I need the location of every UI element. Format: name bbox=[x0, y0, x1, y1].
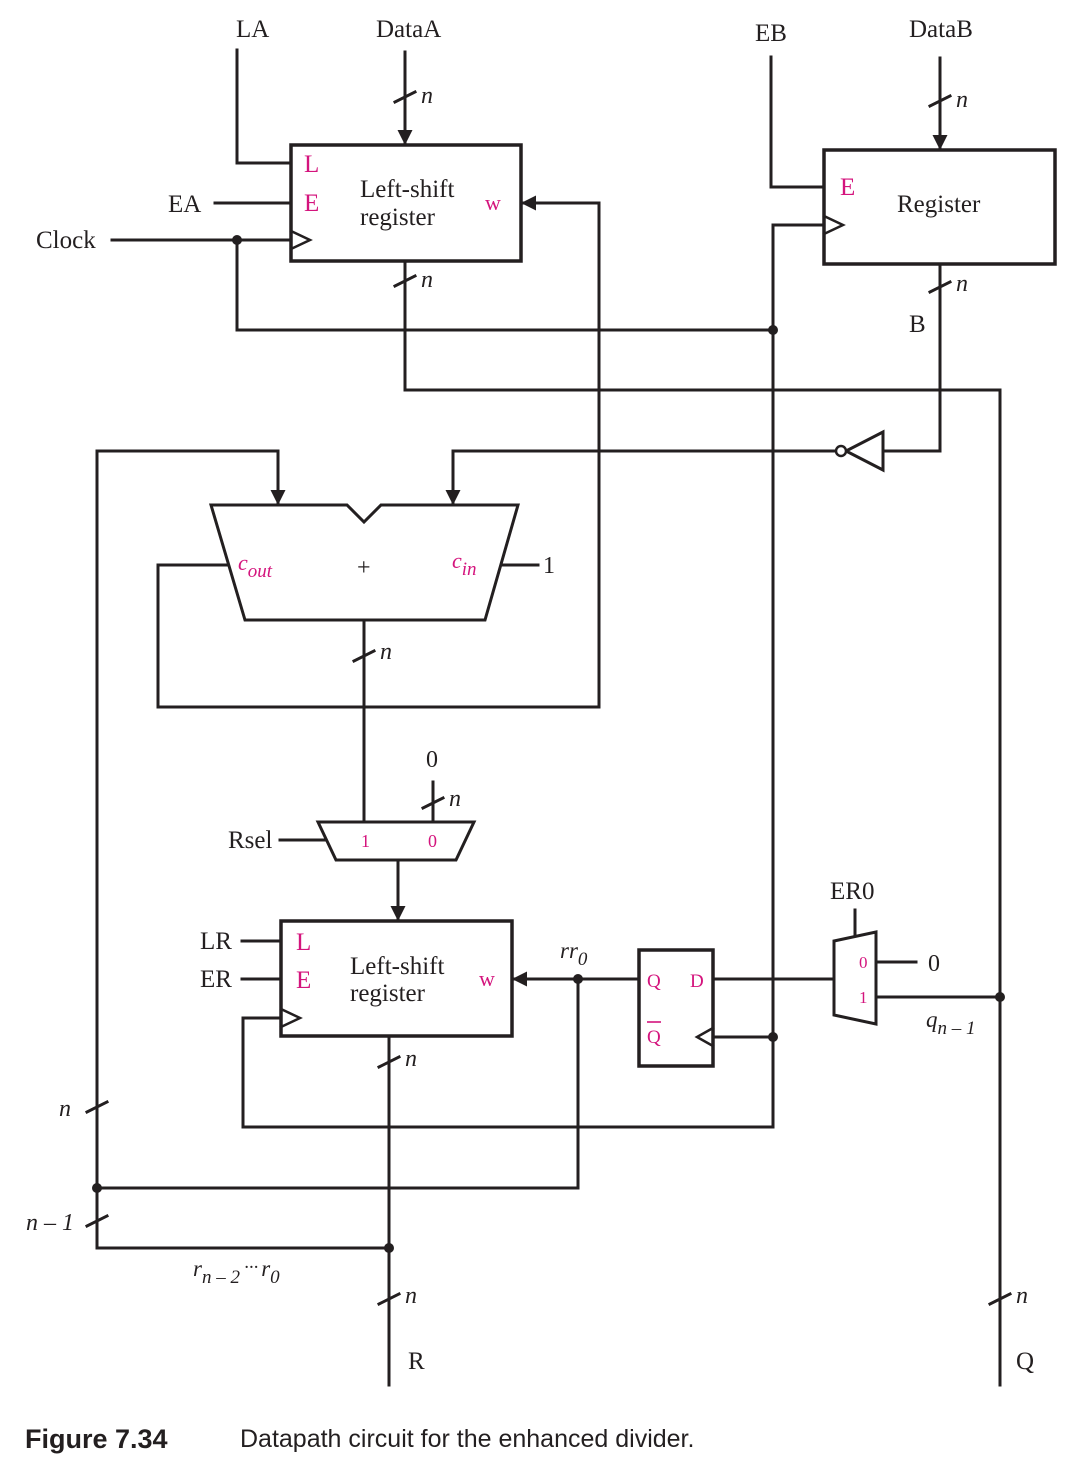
label-clock: Clock bbox=[36, 227, 96, 254]
label-q: Q bbox=[1016, 1348, 1034, 1375]
label-data-b: DataB bbox=[909, 16, 973, 43]
left-shift-register-a: L E Left-shift register w bbox=[289, 143, 523, 263]
bus-n-r: n bbox=[405, 1283, 417, 1309]
mux-er0-in1-label: 1 bbox=[859, 988, 868, 1007]
label-data-a: DataA bbox=[376, 16, 441, 43]
reg-r-title-line1: Left-shift bbox=[350, 953, 444, 980]
label-la: LA bbox=[236, 16, 269, 43]
bus-n-data-a: n bbox=[421, 83, 433, 109]
junction-dots bbox=[92, 235, 1005, 1253]
bus-n-adder-out: n bbox=[380, 639, 392, 665]
adder: cout + cin 1 bbox=[208, 503, 555, 622]
reg-a-l-label: L bbox=[304, 151, 319, 178]
bus-n-reg-r-out: n bbox=[405, 1046, 417, 1072]
reg-r-w-label: w bbox=[479, 966, 495, 991]
label-q-n-minus-1: qn – 1 bbox=[926, 1007, 976, 1039]
figure-caption: Figure 7.34 Datapath circuit for the enh… bbox=[25, 1424, 1025, 1464]
bus-n-mux-const: n bbox=[449, 786, 461, 812]
ff-d-label: D bbox=[690, 971, 704, 992]
bus-n-reg-a-out: n bbox=[421, 267, 433, 293]
d-flip-flop: Q D Q bbox=[637, 948, 715, 1068]
bus-n-reg-b-out: n bbox=[956, 271, 968, 297]
multiplexer-er0: 0 1 0 bbox=[832, 930, 940, 1026]
bus-n-data-b: n bbox=[956, 87, 968, 113]
label-rr0: rr0 bbox=[560, 938, 588, 970]
ff-qbar-label: Q bbox=[647, 1027, 661, 1048]
bus-slashes bbox=[84, 89, 1013, 1307]
inverter bbox=[834, 429, 885, 473]
label-r: R bbox=[408, 1348, 425, 1375]
label-b: B bbox=[909, 311, 926, 338]
label-er0: ER0 bbox=[830, 878, 874, 905]
reg-a-title-line2: register bbox=[360, 204, 436, 231]
mux-er0-const-zero: 0 bbox=[928, 951, 940, 977]
adder-cin-label: cin bbox=[452, 548, 477, 580]
register-b: E Register bbox=[822, 148, 1057, 266]
reg-r-title-line2: register bbox=[350, 980, 426, 1007]
mux-r-in1-label: 1 bbox=[361, 831, 370, 851]
label-rsel: Rsel bbox=[228, 827, 273, 854]
bus-n-minus-1-left: n – 1 bbox=[26, 1210, 74, 1236]
bus-n-left: n bbox=[59, 1096, 71, 1122]
wires bbox=[95, 48, 1002, 1387]
reg-r-l-label: L bbox=[296, 929, 311, 956]
reg-a-w-label: w bbox=[485, 190, 501, 215]
adder-plus-label: + bbox=[357, 555, 371, 581]
reg-b-title: Register bbox=[897, 191, 981, 218]
mux-r-in0-label: 0 bbox=[428, 831, 437, 851]
ff-q-label: Q bbox=[647, 971, 661, 992]
figure-number: Figure 7.34 bbox=[25, 1424, 168, 1454]
reg-a-e-label: E bbox=[304, 190, 319, 217]
reg-r-e-label: E bbox=[296, 967, 311, 994]
label-lr: LR bbox=[200, 928, 232, 955]
left-shift-register-r: L E Left-shift register w bbox=[279, 919, 514, 1038]
reg-a-title-line1: Left-shift bbox=[360, 176, 454, 203]
label-r-n-2-to-r0: rn – 2···r0 bbox=[193, 1256, 280, 1288]
mux-er0-in0-label: 0 bbox=[859, 953, 868, 972]
mux-r-const-zero: 0 bbox=[426, 747, 438, 773]
adder-cout-label: cout bbox=[238, 550, 273, 582]
signal-labels: LA DataA EB DataB EA Clock B Rsel ER0 LR… bbox=[26, 16, 1034, 1375]
multiplexer-rsel: 1 0 0 bbox=[315, 747, 477, 862]
carry-in-one-label: 1 bbox=[543, 553, 555, 579]
figure-caption-text: Datapath circuit for the enhanced divide… bbox=[240, 1425, 695, 1453]
bus-n-q: n bbox=[1016, 1283, 1028, 1309]
reg-b-e-label: E bbox=[840, 174, 855, 201]
label-ea: EA bbox=[168, 191, 201, 218]
label-er: ER bbox=[200, 966, 232, 993]
label-eb: EB bbox=[755, 20, 787, 47]
